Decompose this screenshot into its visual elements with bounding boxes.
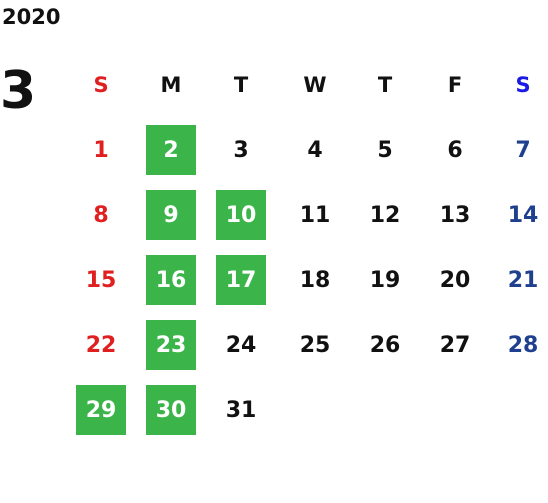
weekday-label: W [303,73,327,97]
date-cell: 1 [93,137,109,163]
year-label: 2020 [2,5,61,29]
date-cell: 5 [377,137,393,163]
date-cell: 31 [225,397,257,423]
date-cell: 11 [299,202,331,228]
date-cell: 8 [93,202,109,228]
highlighted-date-cell: 16 [146,255,196,305]
date-cell: 3 [233,137,249,163]
date-cell: 27 [439,332,471,358]
highlighted-date-cell: 30 [146,385,196,435]
date-cell: 26 [369,332,401,358]
weekday-label: F [447,73,463,97]
date-cell: 21 [507,267,539,293]
highlighted-date-cell: 2 [146,125,196,175]
date-cell: 12 [369,202,401,228]
week-row: 1 2 3 4 5 6 7 [68,125,548,175]
date-cell: 24 [225,332,257,358]
week-row: 22 23 24 25 26 27 28 [68,320,548,370]
highlighted-date-cell: 9 [146,190,196,240]
date-cell: 15 [85,267,117,293]
weekday-label: S [93,73,109,97]
date-cell: 18 [299,267,331,293]
date-cell: 25 [299,332,331,358]
date-cell: 14 [507,202,539,228]
date-cell: 13 [439,202,471,228]
highlighted-date-cell: 23 [146,320,196,370]
week-row: 15 16 17 18 19 20 21 [68,255,548,305]
weekday-label: T [377,73,393,97]
date-cell: 28 [507,332,539,358]
weekday-label: M [160,73,182,97]
highlighted-date-cell: 29 [76,385,126,435]
weekday-label: T [233,73,249,97]
weekday-label: S [515,73,531,97]
date-cell: 22 [85,332,117,358]
date-cell: 6 [447,137,463,163]
date-cell: 7 [515,137,531,163]
date-cell: 20 [439,267,471,293]
date-cell: 19 [369,267,401,293]
date-cell: 4 [307,137,323,163]
month-number: 3 [0,61,37,121]
highlighted-date-cell: 17 [216,255,266,305]
week-row: 29 30 31 [68,385,548,435]
week-row: 8 9 10 11 12 13 14 [68,190,548,240]
highlighted-date-cell: 10 [216,190,266,240]
